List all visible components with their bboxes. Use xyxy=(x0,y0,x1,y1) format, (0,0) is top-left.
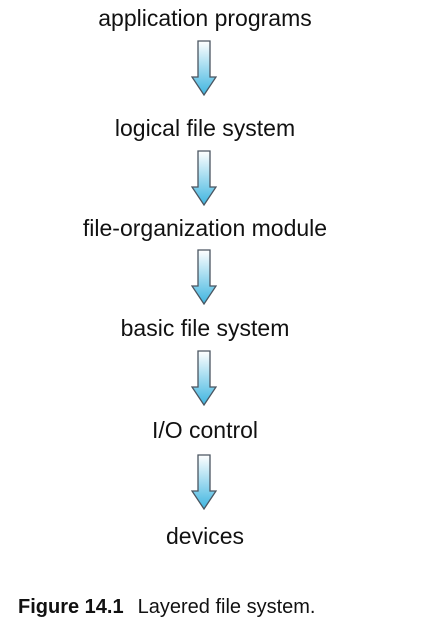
figure-number: Figure 14.1 xyxy=(18,596,124,618)
down-arrow-icon xyxy=(191,454,217,510)
layer-basic-file-system: basic file system xyxy=(120,315,290,341)
layer-io-control: I/O control xyxy=(151,417,259,443)
layer-application-programs: application programs xyxy=(98,5,312,31)
figure-caption-text: Layered file system. xyxy=(137,596,316,618)
layer-logical-file-system: logical file system xyxy=(114,115,296,141)
down-arrow-icon xyxy=(191,40,217,96)
layer-file-organization-module: file-organization module xyxy=(82,215,328,241)
layer-devices: devices xyxy=(166,523,244,549)
down-arrow-icon xyxy=(191,249,217,305)
down-arrow-icon xyxy=(191,150,217,206)
down-arrow-icon xyxy=(191,350,217,406)
figure-caption: Figure 14.1 Layered file system. xyxy=(18,594,315,620)
